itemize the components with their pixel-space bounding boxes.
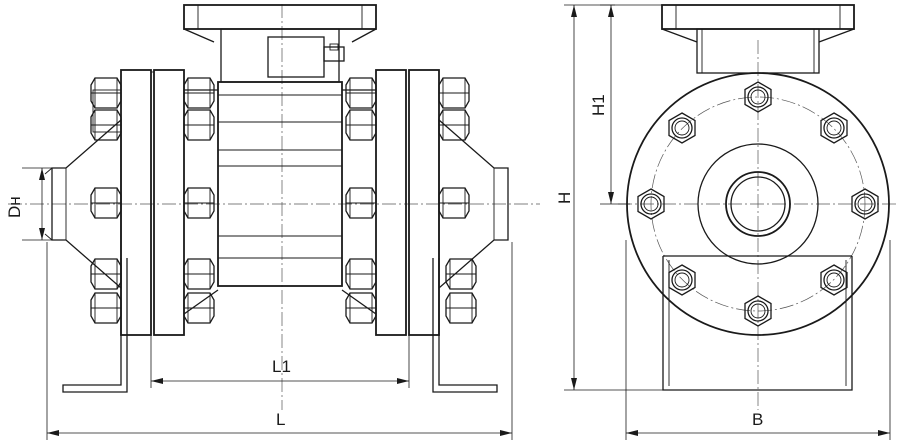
label-l: L	[276, 410, 285, 429]
side-support	[662, 256, 853, 391]
label-h: H	[555, 192, 574, 204]
gear-box	[267, 36, 325, 78]
dimension-dn	[22, 167, 62, 241]
front-view: L1 L Dн	[5, 4, 540, 440]
right-inner-flange	[375, 69, 407, 336]
label-dn: Dн	[5, 196, 24, 218]
side-view: H H1 B	[555, 4, 898, 440]
dimension-h	[564, 4, 663, 391]
bore-inner	[730, 176, 786, 232]
dimension-l1	[150, 335, 410, 388]
left-support-leg	[62, 258, 128, 393]
bolt-circle	[650, 96, 866, 312]
flange-hub	[697, 143, 819, 265]
right-flange-bolts	[345, 77, 477, 324]
side-top-flange	[661, 4, 855, 30]
dimension-l	[46, 242, 513, 440]
label-b: B	[752, 410, 763, 429]
label-l1: L1	[272, 357, 291, 376]
left-outer-flange	[120, 69, 152, 336]
left-inner-flange	[153, 69, 185, 336]
dimension-b	[625, 240, 891, 440]
dimension-h1	[600, 4, 630, 205]
right-outer-flange	[408, 69, 440, 336]
valve-body	[217, 81, 343, 287]
actuator-top-flange	[183, 4, 377, 30]
left-flange-bolts	[90, 77, 215, 324]
label-h1: H1	[589, 94, 608, 116]
bore-outer	[725, 171, 791, 237]
right-support-leg	[432, 258, 498, 393]
